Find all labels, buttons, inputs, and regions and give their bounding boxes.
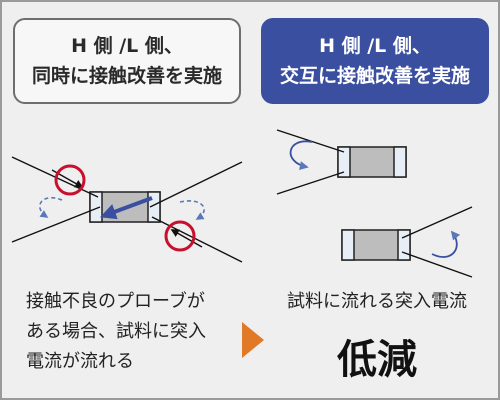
simultaneous-method-line1: H 側 /L 側、	[71, 35, 183, 57]
reduction-label: 低減	[337, 337, 417, 383]
fault-highlight-circle-upper	[54, 164, 86, 196]
left-diagram	[11, 156, 243, 263]
right-caption-line1: 試料に流れる突入電流	[287, 291, 467, 312]
right-caption: 試料に流れる突入電流	[272, 287, 482, 317]
alternating-method-box: H 側 /L 側、 交互に接触改善を実施	[261, 18, 489, 104]
left-probe-h-lower	[11, 206, 101, 243]
right-motion-arrow	[179, 200, 205, 220]
fault-highlight-circle-lower	[164, 220, 196, 252]
right-upper-probe-b	[276, 171, 345, 195]
left-caption-line3: 電流が流れる	[26, 351, 134, 372]
simultaneous-method-line2: 同時に接触改善を実施	[31, 65, 222, 87]
right-component-lower	[341, 229, 411, 261]
left-motion-arrow	[39, 197, 63, 218]
left-caption: 接触不良のプローブが ある場合、試料に突入 電流が流れる	[26, 287, 206, 377]
inrush-current-arrow	[99, 196, 153, 220]
simultaneous-method-box: H 側 /L 側、 同時に接触改善を実施	[13, 18, 241, 104]
play-arrow-icon	[242, 322, 264, 358]
right-diagram	[276, 129, 473, 278]
left-probe-l-lower	[151, 216, 243, 263]
left-caption-line2: ある場合、試料に突入	[26, 321, 206, 342]
right-component-upper	[337, 146, 407, 178]
left-caption-line1: 接触不良のプローブが	[26, 291, 205, 312]
alternating-method-line2: 交互に接触改善を実施	[279, 65, 470, 87]
left-contact-arrow-lower	[170, 229, 203, 248]
right-lower-probe-b	[401, 251, 473, 278]
right-lower-motion-arrow	[431, 230, 461, 258]
right-lower-probe-a	[401, 206, 473, 239]
alternating-method-line1: H 側 /L 側、	[319, 35, 431, 57]
right-upper-motion-arrow	[289, 140, 313, 170]
left-probe-l-upper	[149, 161, 243, 208]
